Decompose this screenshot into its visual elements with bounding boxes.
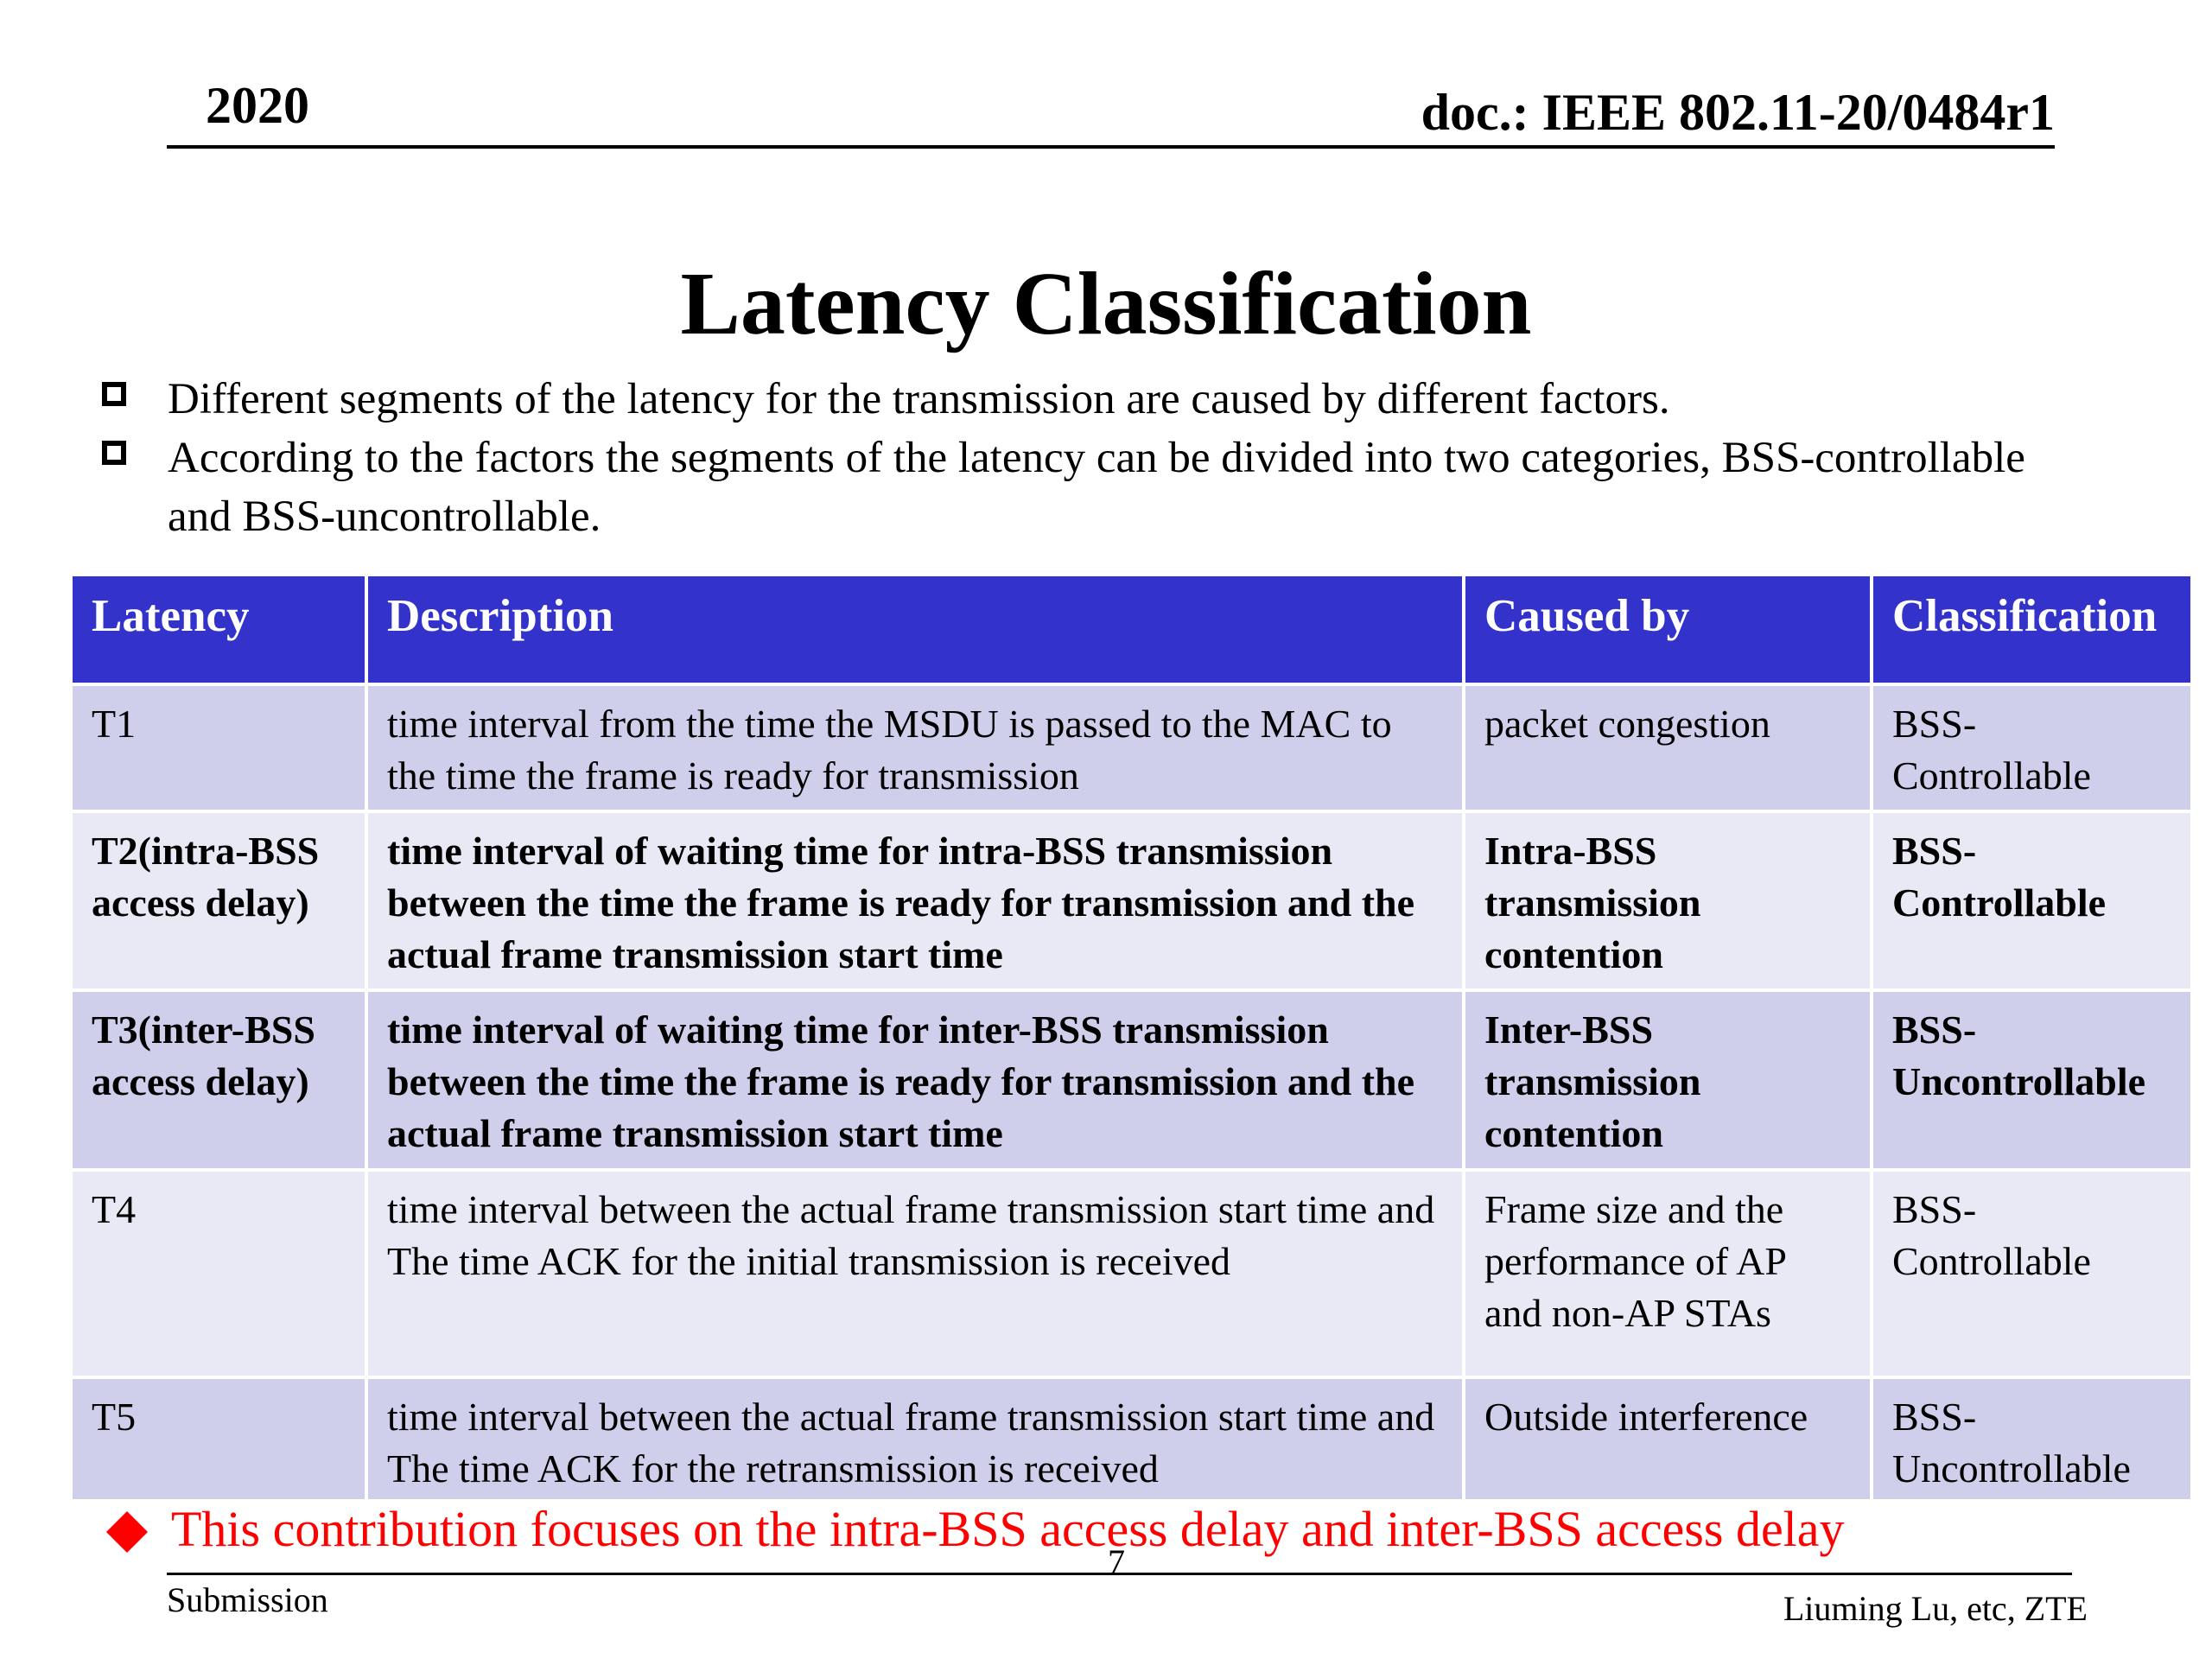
bullet-text: Different segments of the latency for th… bbox=[168, 375, 1670, 423]
cell-caused-by: Frame size and the performance of AP and… bbox=[1462, 1168, 1873, 1379]
cell-caused-by: Intra-BSS transmission contention bbox=[1462, 810, 1873, 992]
slide-title: Latency Classification bbox=[680, 254, 1532, 353]
page-number: 7 bbox=[1108, 1542, 1125, 1581]
table-row: T5 time interval between the actual fram… bbox=[69, 1376, 2194, 1503]
cell-classification: BSS-Controllable bbox=[1870, 683, 2194, 813]
cell-classification: BSS-Uncontrollable bbox=[1870, 988, 2194, 1172]
cell-description: time interval of waiting time for inter-… bbox=[365, 988, 1465, 1172]
header-caused-by: Caused by bbox=[1462, 573, 1873, 686]
cell-latency: T5 bbox=[69, 1376, 368, 1503]
header-latency: Latency bbox=[69, 573, 368, 686]
cell-classification: BSS-Controllable bbox=[1870, 810, 2194, 992]
cell-classification: BSS-Uncontrollable bbox=[1870, 1376, 2194, 1503]
header-description: Description bbox=[365, 573, 1465, 686]
cell-latency: T2(intra-BSS access delay) bbox=[69, 810, 368, 992]
bullet-text: According to the factors the segments of… bbox=[168, 434, 2025, 541]
bullet-item: Different segments of the latency for th… bbox=[102, 370, 2089, 429]
table-row: T2(intra-BSS access delay) time interval… bbox=[69, 810, 2194, 992]
cell-description: time interval of waiting time for intra-… bbox=[365, 810, 1465, 992]
square-bullet-icon bbox=[102, 382, 126, 406]
focus-note-text: This contribution focuses on the intra-B… bbox=[171, 1501, 1845, 1557]
header-year: 2020 bbox=[206, 77, 309, 134]
cell-latency: T1 bbox=[69, 683, 368, 813]
table-row: T3(inter-BSS access delay) time interval… bbox=[69, 988, 2194, 1172]
header-divider bbox=[167, 145, 2055, 149]
cell-latency: T4 bbox=[69, 1168, 368, 1379]
footer-author: Liuming Lu, etc, ZTE bbox=[1783, 1589, 2088, 1628]
bullet-list: Different segments of the latency for th… bbox=[102, 370, 2089, 546]
footer-submission: Submission bbox=[167, 1580, 328, 1619]
cell-latency: T3(inter-BSS access delay) bbox=[69, 988, 368, 1172]
footer-divider bbox=[167, 1573, 2072, 1575]
cell-description: time interval between the actual frame t… bbox=[365, 1376, 1465, 1503]
cell-caused-by: Outside interference bbox=[1462, 1376, 1873, 1503]
latency-table: Latency Description Caused by Classifica… bbox=[69, 573, 2194, 1503]
cell-caused-by: Inter-BSS transmission contention bbox=[1462, 988, 1873, 1172]
table-header-row: Latency Description Caused by Classifica… bbox=[69, 573, 2194, 686]
cell-description: time interval between the actual frame t… bbox=[365, 1168, 1465, 1379]
cell-description: time interval from the time the MSDU is … bbox=[365, 683, 1465, 813]
document-id: doc.: IEEE 802.11-20/0484r1 bbox=[1421, 84, 2055, 141]
table-row: T1 time interval from the time the MSDU … bbox=[69, 683, 2194, 813]
square-bullet-icon bbox=[102, 441, 126, 465]
bullet-item: According to the factors the segments of… bbox=[102, 429, 2089, 546]
header-classification: Classification bbox=[1870, 573, 2194, 686]
cell-caused-by: packet congestion bbox=[1462, 683, 1873, 813]
table-row: T4 time interval between the actual fram… bbox=[69, 1168, 2194, 1379]
focus-note: This contribution focuses on the intra-B… bbox=[102, 1499, 1845, 1560]
cell-classification: BSS-Controllable bbox=[1870, 1168, 2194, 1379]
diamond-bullet-icon bbox=[105, 1510, 149, 1553]
